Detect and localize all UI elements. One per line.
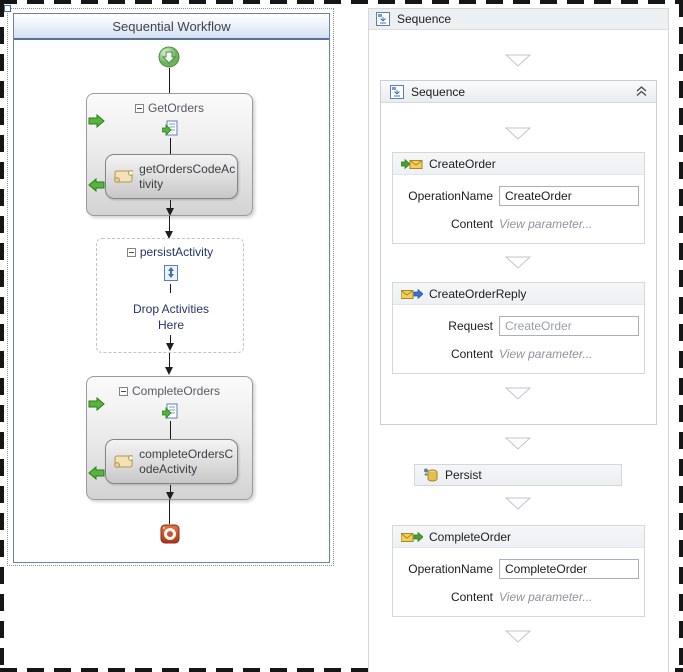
inner-sequence-title: Sequence: [411, 84, 466, 99]
content-label: Content: [450, 347, 493, 361]
connector-line: [170, 138, 171, 154]
view-parameter-link[interactable]: View parameter...: [499, 590, 593, 604]
activity-createorderreply[interactable]: CreateOrderReply Request Content View pa…: [392, 282, 645, 374]
activity-label: getOrdersCodeActivity: [139, 161, 236, 191]
code-scroll-icon: [114, 455, 134, 468]
collapse-icon[interactable]: [126, 247, 136, 257]
collapse-icon[interactable]: [134, 103, 144, 113]
marquee-left: [0, 0, 4, 672]
drop-target-triangle[interactable]: [505, 127, 531, 140]
activity-title: persistActivity: [139, 245, 214, 259]
connector-arrowhead: [166, 492, 174, 500]
operationname-input[interactable]: [499, 559, 639, 579]
drop-target-triangle[interactable]: [505, 630, 531, 643]
activity-createorder[interactable]: CreateOrder OperationName Content View p…: [392, 152, 645, 244]
operationname-label: OperationName: [408, 189, 493, 203]
nav-arrow-left-icon: [88, 466, 105, 480]
left-selection-rect: [7, 8, 334, 566]
nav-arrow-left-icon: [88, 178, 105, 192]
end-icon: [160, 524, 180, 544]
connector-line: [170, 485, 171, 494]
activity-title: CompleteOrder: [429, 529, 512, 544]
marquee-right: [679, 0, 683, 672]
drop-target-triangle[interactable]: [505, 497, 531, 510]
receive-icon: [401, 531, 423, 542]
connector-line: [169, 68, 170, 94]
inner-sequence-header[interactable]: Sequence: [381, 81, 656, 103]
view-parameter-link[interactable]: View parameter...: [499, 347, 593, 361]
persist-icon: [424, 468, 438, 482]
connector-line: [169, 353, 170, 368]
sequence-icon: [390, 84, 404, 99]
connector-line: [169, 500, 170, 524]
marquee-top: [0, 0, 683, 4]
request-label: Request: [448, 319, 493, 333]
connector-line: [170, 284, 171, 293]
view-parameter-link[interactable]: View parameter...: [499, 217, 593, 231]
connector-line: [170, 421, 171, 439]
send-reply-icon: [401, 288, 423, 299]
activity-completeorderscodeactivity[interactable]: completeOrdersCodeActivity: [105, 439, 238, 484]
drop-target-triangle[interactable]: [505, 437, 531, 450]
receive-activity-icon: [162, 403, 178, 419]
nav-arrow-right-icon: [88, 114, 105, 128]
activity-label: completeOrdersCodeActivity: [139, 446, 234, 476]
content-label: Content: [450, 217, 493, 231]
connector-line: [169, 216, 170, 232]
receive-icon: [401, 158, 423, 169]
connector-arrowhead: [166, 343, 174, 351]
sequential-workflow-designer[interactable]: Sequential Workflow GetOrders: [13, 13, 330, 563]
activity-persistactivity[interactable]: persistActivity Drop Activities Here: [96, 238, 244, 353]
operationname-label: OperationName: [408, 562, 493, 576]
drop-target-triangle[interactable]: [505, 256, 531, 269]
nav-arrow-right-icon: [88, 397, 105, 411]
content-label: Content: [450, 590, 493, 604]
operationname-input[interactable]: [499, 186, 639, 206]
collapse-chevron-icon[interactable]: [635, 86, 648, 97]
left-selection-handle[interactable]: [4, 5, 11, 12]
marquee-bottom: [0, 668, 683, 672]
drop-target-triangle[interactable]: [505, 387, 531, 400]
root-sequence-title: Sequence: [397, 12, 452, 26]
activity-getorderscodeactivity[interactable]: getOrdersCodeActivity: [105, 154, 238, 199]
connector-arrowhead: [166, 208, 174, 216]
connector-arrowhead: [165, 231, 173, 239]
persist-activity-icon: [164, 265, 178, 281]
activity-persist[interactable]: Persist: [414, 464, 622, 486]
workflow-title: Sequential Workflow: [112, 19, 231, 34]
collapse-icon[interactable]: [118, 386, 128, 396]
root-sequence-header[interactable]: Sequence: [369, 9, 668, 30]
start-icon: [158, 46, 180, 68]
connector-line: [170, 335, 171, 344]
code-scroll-icon: [114, 170, 134, 183]
activity-title: Persist: [445, 468, 482, 482]
receive-activity-icon: [162, 120, 178, 136]
request-input[interactable]: [499, 316, 639, 336]
drop-target-triangle[interactable]: [505, 54, 531, 67]
connector-line: [170, 200, 171, 210]
connector-arrowhead: [165, 367, 173, 375]
activity-completeorder[interactable]: CompleteOrder OperationName Content View…: [392, 525, 645, 617]
activity-title: CompleteOrders: [131, 384, 221, 398]
drop-hint-text: Drop Activities Here: [132, 302, 210, 332]
workflow-title-bar: Sequential Workflow: [14, 14, 329, 40]
sequence-icon: [376, 12, 390, 26]
activity-title: CreateOrder: [429, 156, 496, 171]
activity-title: GetOrders: [147, 101, 204, 115]
activity-completeorders[interactable]: CompleteOrders completeOrdersCodeActivit…: [86, 376, 253, 500]
activity-title: CreateOrderReply: [429, 286, 527, 301]
activity-getorders[interactable]: GetOrders getOrdersCodeActivity: [86, 93, 253, 216]
